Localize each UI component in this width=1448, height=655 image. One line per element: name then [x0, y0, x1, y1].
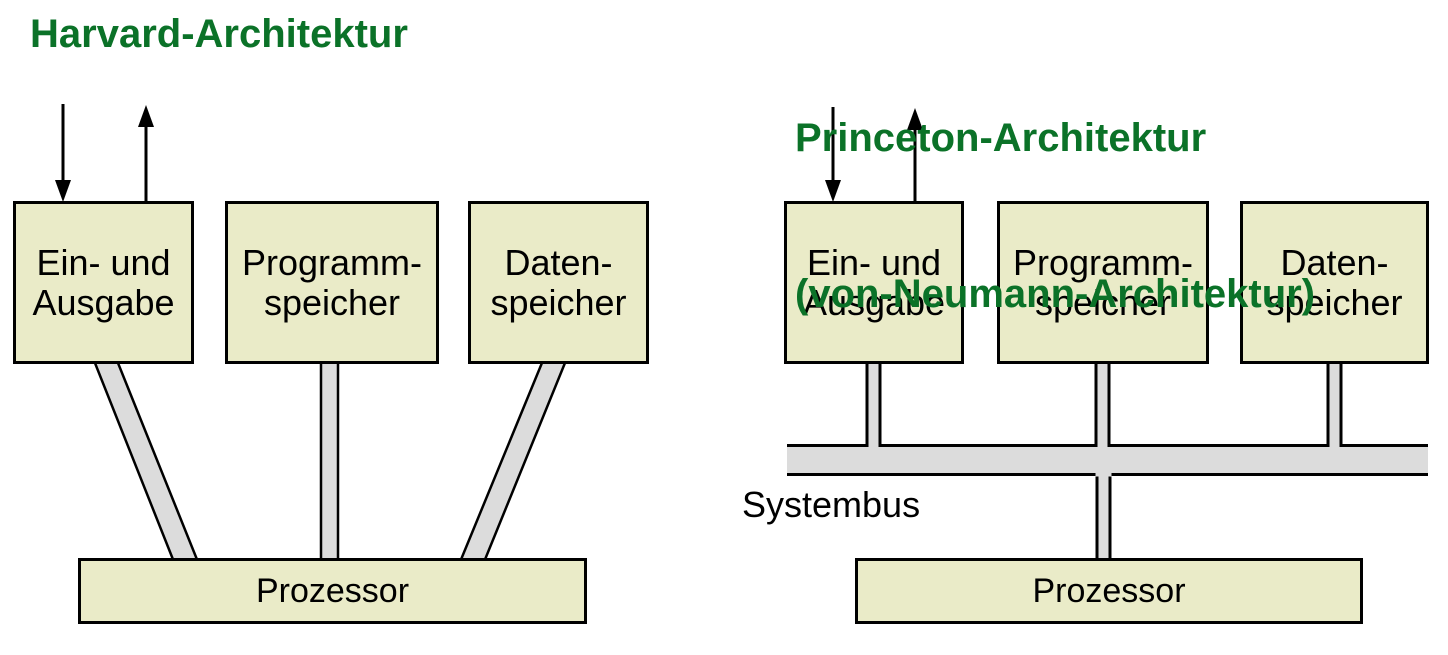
harvard-processor-box: Prozessor — [78, 558, 587, 624]
harvard-data-memory-box: Daten- speicher — [468, 201, 649, 364]
princeton-program-memory-label: Programm- speicher — [1012, 241, 1194, 323]
princeton-io-bus-connector — [865, 356, 882, 447]
princeton-io-box: Ein- und Ausgabe — [784, 201, 964, 364]
harvard-io-arrows — [55, 104, 154, 202]
harvard-data-memory-label: Daten- speicher — [490, 241, 627, 323]
princeton-title: Princeton-Architektur (von-Neumann-Archi… — [795, 8, 1315, 424]
harvard-data-bus-connector — [458, 356, 569, 564]
princeton-data-memory-box: Daten- speicher — [1240, 201, 1429, 364]
princeton-processor-box: Prozessor — [855, 558, 1363, 624]
harvard-io-bus-connector — [91, 356, 200, 564]
harvard-program-memory-label: Programm- speicher — [241, 241, 423, 323]
harvard-processor-label: Prozessor — [255, 571, 410, 610]
harvard-io-box: Ein- und Ausgabe — [13, 201, 194, 364]
harvard-program-bus-connector — [319, 356, 340, 564]
princeton-io-box-label: Ein- und Ausgabe — [802, 241, 946, 323]
harvard-title: Harvard-Architektur — [30, 12, 408, 56]
harvard-io-box-label: Ein- und Ausgabe — [32, 241, 175, 323]
princeton-title-line2: (von-Neumann-Architektur) — [795, 272, 1316, 316]
princeton-data-bus-connector — [1326, 356, 1343, 447]
princeton-title-line1: Princeton-Architektur — [795, 116, 1207, 160]
output-arrow-icon — [907, 108, 923, 203]
princeton-program-bus-connector — [1094, 356, 1111, 447]
output-arrow-icon — [138, 105, 154, 202]
princeton-data-memory-label: Daten- speicher — [1266, 241, 1403, 323]
input-arrow-icon — [825, 107, 841, 202]
harvard-program-memory-box: Programm- speicher — [225, 201, 439, 364]
princeton-processor-label: Prozessor — [1032, 571, 1186, 610]
systembus-label: Systembus — [742, 484, 921, 525]
princeton-processor-bus-connector — [1095, 465, 1112, 562]
princeton-io-arrows — [825, 107, 923, 203]
princeton-program-memory-box: Programm- speicher — [997, 201, 1209, 364]
input-arrow-icon — [55, 104, 71, 202]
